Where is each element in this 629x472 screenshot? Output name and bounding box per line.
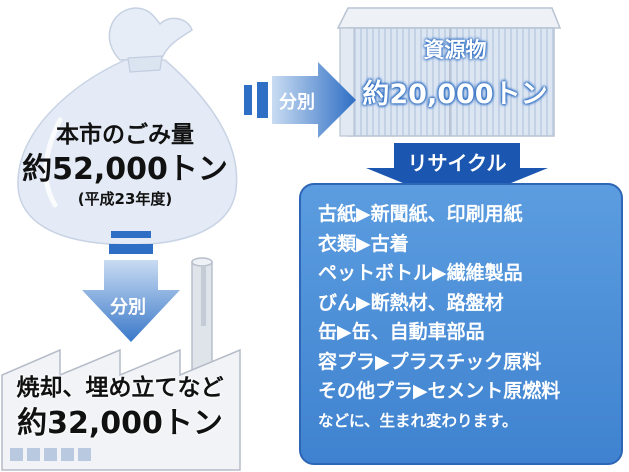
list-item: びん▶断熱材、路盤材 — [318, 291, 504, 314]
resources-amount: 約20,000トン — [362, 79, 548, 110]
incineration-amount: 約32,000トン — [17, 406, 223, 441]
resources-title: 資源物 — [423, 38, 487, 62]
list-item: その他プラ▶セメント原燃料 — [318, 380, 561, 402]
garbage-title: 本市のごみ量 — [56, 122, 194, 148]
recycle-panel — [299, 183, 623, 465]
list-item: 古紙▶新聞紙、印刷用紙 — [318, 203, 523, 225]
garbage-note: (平成23年度) — [77, 190, 173, 208]
sort-down-label: 分別 — [110, 297, 146, 318]
list-item: ペットボトル▶繊維製品 — [318, 262, 523, 284]
garbage-amount: 約52,000トン — [22, 152, 228, 187]
list-item: 缶▶缶、自動車部品 — [318, 321, 485, 343]
list-item: 容プラ▶プラスチック原料 — [318, 350, 542, 373]
sort-arrow-down — [82, 231, 180, 342]
sort-right-label: 分別 — [279, 92, 315, 113]
list-item: 衣類▶古着 — [318, 232, 409, 255]
list-item: などに、生まれ変わります。 — [318, 411, 518, 430]
incineration-title: 焼却、埋め立てなど — [16, 375, 224, 401]
dumpster-icon — [336, 7, 562, 137]
recycle-list: 古紙▶新聞紙、印刷用紙 衣類▶古着 ペットボトル▶繊維製品 びん▶断熱材、路盤材… — [318, 200, 618, 436]
recycle-label: リサイクル — [407, 151, 507, 175]
recycle-arrow — [366, 143, 548, 205]
factory-icon — [1, 257, 241, 471]
sort-arrow-right — [244, 62, 356, 138]
